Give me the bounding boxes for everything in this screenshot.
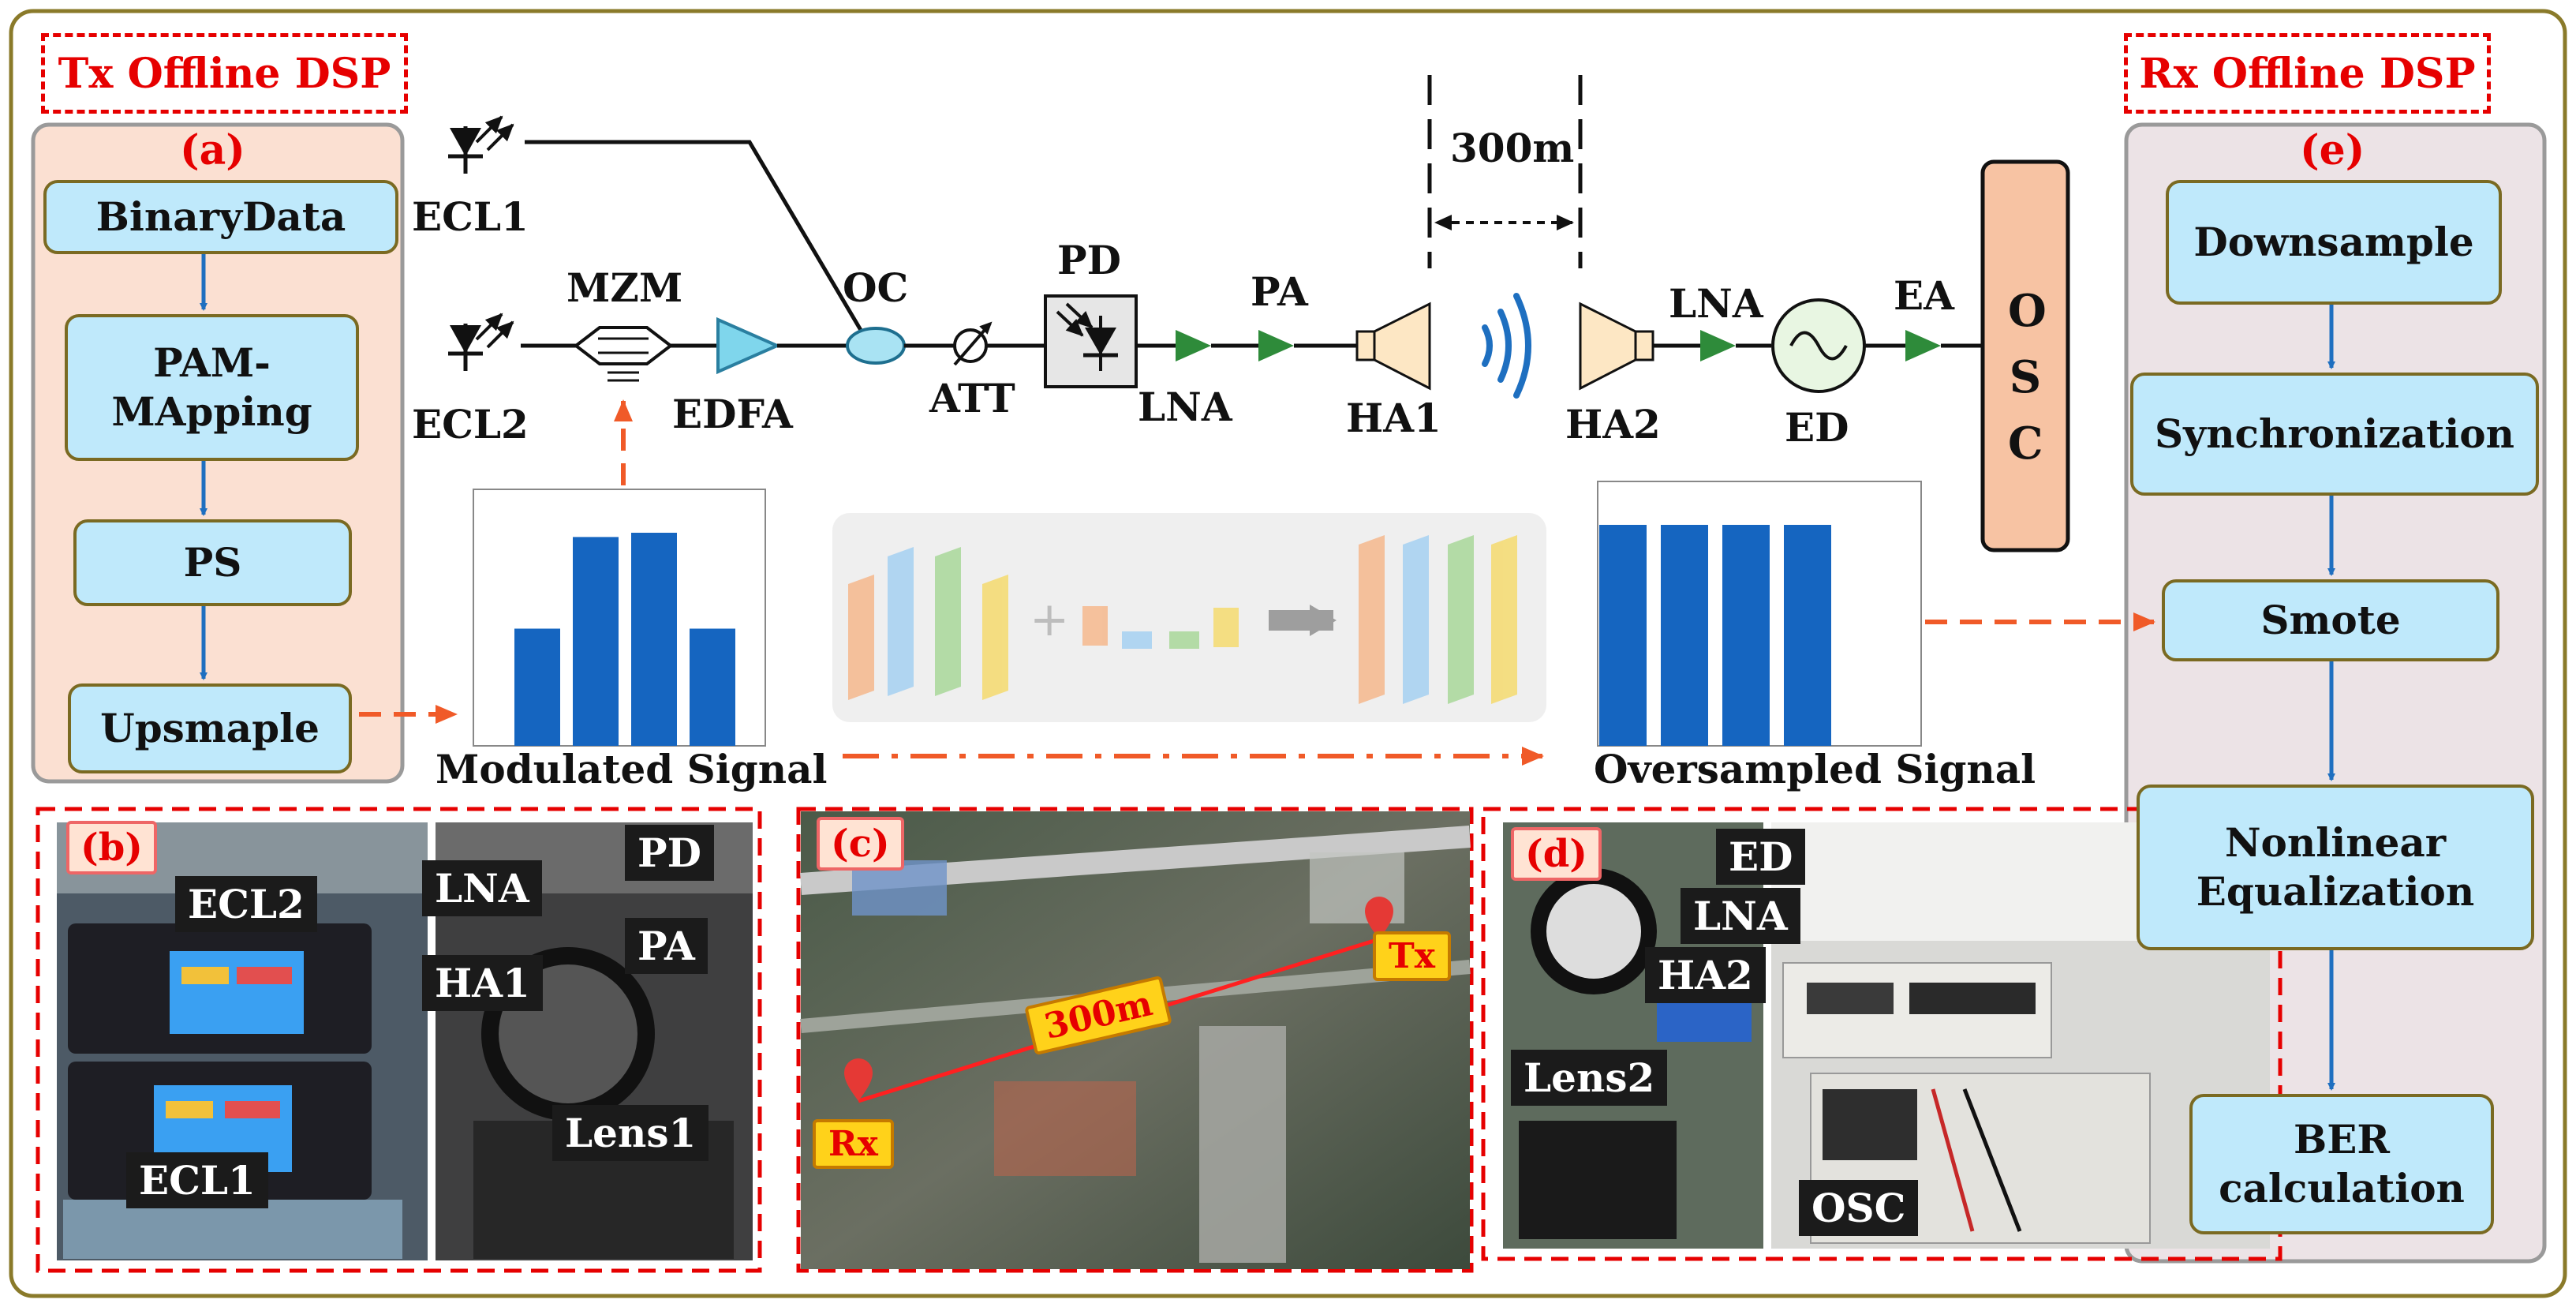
oc-label: OC	[843, 264, 909, 311]
photo-b-frame	[36, 807, 762, 1273]
rx-step-ber-calculation: BER calculation	[2189, 1094, 2494, 1234]
lna-tx-label: LNA	[1138, 384, 1232, 430]
photo-d-tag-osc: OSC	[1799, 1180, 1919, 1236]
tx-step-upsample: Upsmaple	[68, 683, 352, 773]
photo-d-tag-lna: LNA	[1681, 888, 1800, 944]
ecl1-laser-icon	[448, 115, 514, 174]
panel-e-label: (e)	[2300, 126, 2365, 174]
neural-network-illustration: +	[832, 513, 1546, 722]
pa-amplifier-icon	[1258, 330, 1294, 361]
att-label: ATT	[929, 375, 1015, 421]
ha2-label: HA2	[1565, 401, 1661, 448]
photo-c-label: (c)	[817, 817, 904, 871]
edfa-amplifier-icon	[716, 316, 781, 375]
photo-d-tag-ed: ED	[1716, 829, 1806, 885]
photo-b-tag-lna: LNA	[422, 860, 542, 916]
modulated-signal-bar-1	[514, 628, 560, 746]
photo-d-tag-lens2: Lens2	[1511, 1050, 1668, 1106]
ea-amplifier-icon	[1905, 330, 1941, 361]
rx-step-synchronization: Synchronization	[2130, 373, 2539, 496]
lna-tx-amplifier-icon	[1176, 330, 1211, 361]
oversampled-signal-label: Oversampled Signal	[1594, 746, 2036, 792]
outer-frame	[9, 9, 2567, 1298]
rx-step-downsample: Downsample	[2166, 180, 2502, 305]
svg-text:+: +	[1030, 592, 1069, 647]
photo-c-frame	[796, 807, 1474, 1273]
modulated-signal-bar-3	[631, 533, 677, 746]
optical-coupler-icon	[846, 327, 906, 365]
pa-label: PA	[1251, 268, 1308, 315]
envelope-detector-icon	[1771, 298, 1866, 393]
photodiode-icon	[1044, 294, 1138, 388]
photo-d-image	[1503, 822, 2270, 1249]
rx-step-smote: Smote	[2162, 579, 2499, 661]
ha2-horn-antenna-icon	[1579, 301, 1654, 391]
ha1-horn-antenna-icon	[1355, 301, 1431, 391]
ecl1-label: ECL1	[412, 193, 529, 240]
photo-b-tag-ecl2: ECL2	[175, 876, 317, 932]
edfa-label: EDFA	[672, 391, 793, 437]
modulated-signal-label: Modulated Signal	[436, 746, 828, 792]
tx-dsp-title: Tx Offline DSP	[41, 33, 408, 114]
panel-a-label: (a)	[180, 126, 245, 174]
rx-step-nonlinear-equalization: Nonlinear Equalization	[2137, 785, 2534, 950]
photo-d-label: (d)	[1511, 827, 1602, 881]
photo-b-tag-pd: PD	[625, 825, 714, 881]
ecl2-laser-icon	[448, 313, 514, 371]
photo-b-tag-ecl1: ECL1	[126, 1152, 268, 1208]
ea-label: EA	[1894, 272, 1954, 319]
attenuator-icon	[953, 321, 993, 366]
photo-b-tag-lens1: Lens1	[552, 1105, 709, 1161]
photo-d-tag-ha2: HA2	[1645, 947, 1766, 1003]
photo-c-map-image	[800, 811, 1471, 1269]
rx-dsp-title: Rx Offline DSP	[2124, 33, 2491, 114]
modulated-signal-bar-4	[690, 628, 735, 746]
osc-label: O S C	[2008, 285, 2047, 470]
mzm-label: MZM	[566, 264, 683, 311]
photo-b-label: (b)	[66, 821, 157, 874]
oscilloscope-box	[1980, 159, 2070, 552]
oversampled-signal-bar-2	[1661, 525, 1708, 746]
tx-pin-icon	[1365, 897, 1393, 939]
photo-c-rx-tag: Rx	[813, 1119, 894, 1169]
lna-rx-label: LNA	[1669, 280, 1763, 327]
oversampled-signal-bar-3	[1722, 525, 1770, 746]
ha1-label: HA1	[1346, 395, 1441, 441]
photo-b-tag-ha1: HA1	[422, 955, 543, 1011]
pd-label: PD	[1057, 237, 1121, 283]
lna-rx-amplifier-icon	[1700, 330, 1736, 361]
oversampled-signal-bar-4	[1784, 525, 1831, 746]
distance-label: 300m	[1450, 125, 1575, 171]
tx-step-pam-mapping: PAM- MApping	[65, 314, 359, 461]
ed-label: ED	[1785, 404, 1849, 451]
tx-step-binary-data: BinaryData	[43, 180, 398, 254]
photo-b-tag-pa: PA	[625, 918, 708, 974]
ecl2-label: ECL2	[412, 401, 529, 448]
oversampled-signal-bar-1	[1599, 525, 1647, 746]
wireless-wave-icon	[1482, 293, 1531, 399]
rx-pin-icon	[844, 1058, 873, 1101]
tx-step-ps: PS	[73, 519, 352, 606]
photo-c-tx-tag: Tx	[1373, 931, 1451, 981]
mzm-modulator-icon	[573, 326, 674, 382]
modulated-signal-bar-2	[573, 537, 619, 746]
photo-d-frame	[1481, 807, 2283, 1261]
